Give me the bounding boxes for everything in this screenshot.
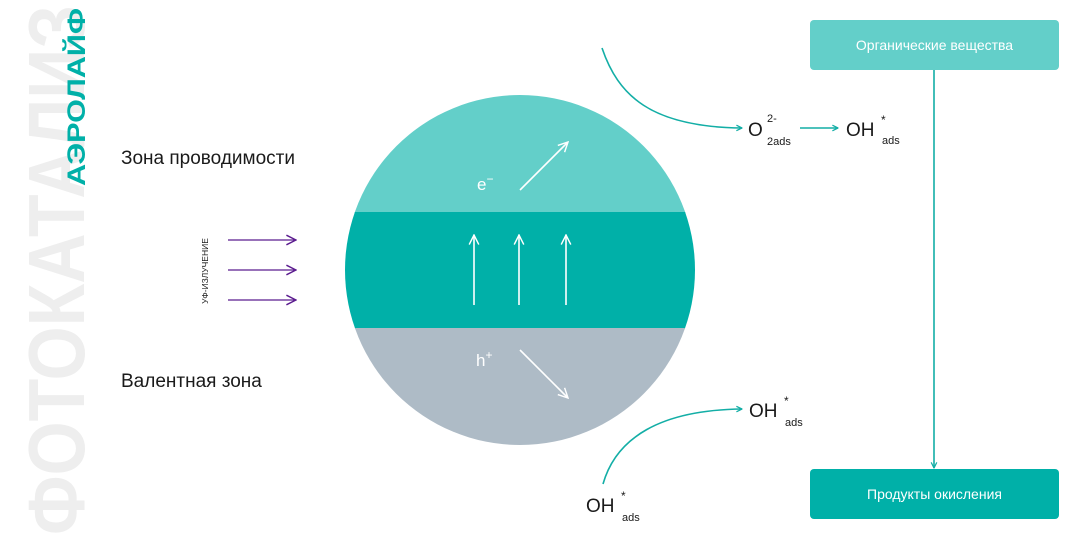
electron-label: e− [477,172,493,194]
valence-band [345,328,695,445]
hydroxyl-species-bottom: OH * ads [586,489,640,524]
hydroxyl-top-sub: ads [882,135,900,147]
excitation-arrows [474,235,566,305]
organic-substances-label: Органические вещества [855,37,1014,53]
hydroxyl-top-sup: * [881,113,886,127]
hydroxyl-right-sub: ads [785,417,803,429]
hole-label: h+ [476,348,492,370]
valence-band-label: Валентная зона [121,371,262,392]
superoxide-sub: 2ads [767,136,791,148]
hydroxyl-up-arrow [602,409,742,485]
conduction-band [345,95,695,213]
hydroxyl-right-base: OH [749,401,778,422]
superoxide-species: O 2- 2ads [748,113,791,148]
watermark-title-text: ФОТОКАТАЛИЗ [12,5,101,535]
hydroxyl-right-sup: * [784,394,789,408]
hydroxyl-species-top: OH * ads [846,113,900,147]
hydroxyl-bottom-base: OH [586,496,615,517]
hydroxyl-bottom-sub: ads [622,512,640,524]
uv-radiation-label: УФ-ИЗЛУЧЕНИЕ [200,238,210,304]
hole-arrow [519,349,568,398]
brand-logo: АЭРОЛАЙФ [61,8,91,186]
hydroxyl-bottom-sup: * [621,489,626,503]
semiconductor-particle [345,95,695,445]
organic-substances-box: Органические вещества [810,20,1059,70]
oxidation-products-label: Продукты окисления [867,486,1002,502]
oxidation-products-box: Продукты окисления [810,469,1059,519]
band-gap [345,212,695,329]
hydroxyl-species-right: OH * ads [749,394,803,429]
electron-arrow [519,142,568,191]
oxygen-in-arrow [601,47,742,128]
uv-arrows [228,240,296,300]
superoxide-base: O [748,120,763,141]
superoxide-sup: 2- [767,113,777,125]
hydroxyl-top-base: OH [846,120,875,141]
conduction-band-label: Зона проводимости [121,148,295,169]
